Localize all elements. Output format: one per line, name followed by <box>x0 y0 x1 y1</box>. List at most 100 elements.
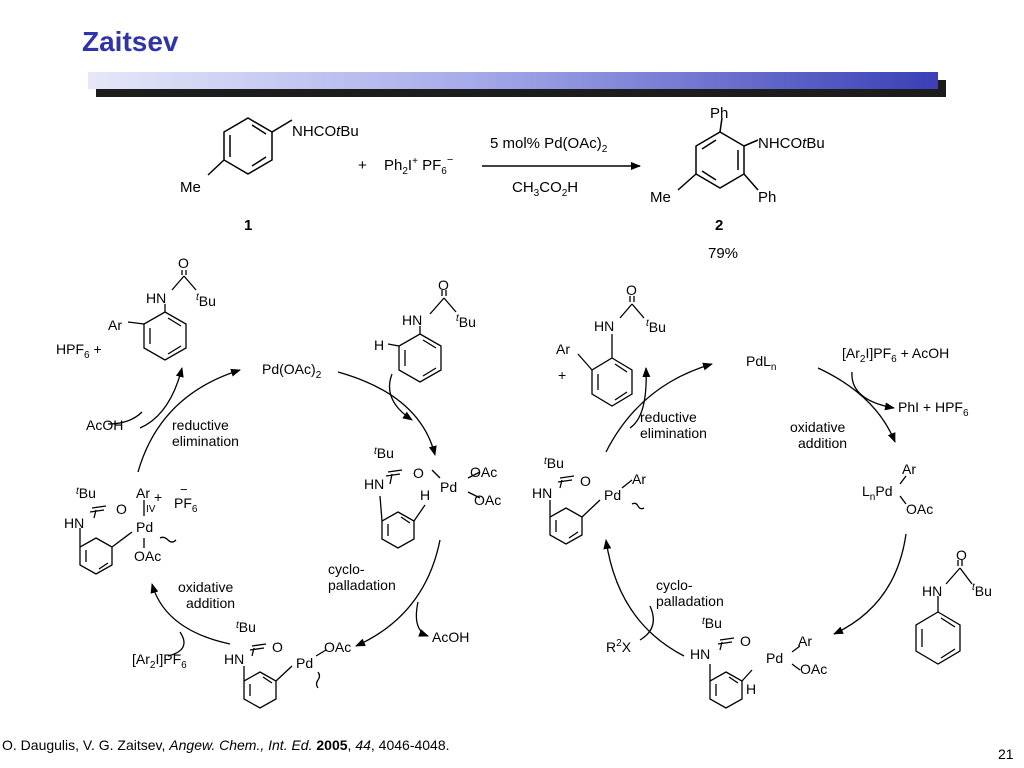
right-cycle-arc-top-right <box>817 367 896 443</box>
svg-text:NHCOtBu: NHCOtBu <box>292 123 359 140</box>
right-pd-bottom-oac: OAc <box>800 661 827 677</box>
right-pd-bottom-h: H <box>746 681 756 697</box>
right-pd-left-hn: HN <box>532 485 552 501</box>
right-product-tbu: tBu <box>646 318 666 335</box>
reaction-row: NHCOtBu Me 1 + Ph2I+ PF6− 5 mol% Pd(OAc)… <box>180 105 825 262</box>
left-cycle-arc-top-left <box>137 368 241 473</box>
right-product-ar: Ar <box>556 341 570 357</box>
right-product-o: O <box>626 282 637 298</box>
right-cycle-arc-bottom-left <box>603 539 685 657</box>
left-substrate-entry-arrow <box>388 373 413 421</box>
left-pd-complex-right-structure <box>379 469 481 549</box>
citation-journal: Angew. Chem., Int. Ed. <box>169 737 313 753</box>
left-acoh-curve <box>107 411 143 425</box>
right-lnpd-bonds <box>899 475 907 505</box>
compound-1-label: 1 <box>244 217 252 234</box>
product-yield: 79% <box>708 245 738 262</box>
left-hpf6: HPF6 + <box>56 341 102 361</box>
left-palladacycle-pd: Pd <box>296 655 313 671</box>
right-pd-bottom-structure <box>709 637 801 709</box>
left-catalytic-cycle: Pd(OAc)2 O HN tBu Ar HPF6 + AcOH reducti… <box>56 255 501 709</box>
left-pd-iv-plus: + <box>154 489 162 505</box>
right-oxidative-label-2: addition <box>798 435 847 451</box>
left-product-structure <box>127 270 197 361</box>
product-2-structure <box>677 117 759 191</box>
substrate-me-label: Me <box>180 179 201 196</box>
left-product-release-arrow <box>139 367 184 429</box>
right-product-structure <box>577 296 645 407</box>
left-palladacycle-hn: HN <box>224 651 244 667</box>
left-palladacycle-bottom-structure <box>243 643 327 709</box>
left-reagent-entry-arrow <box>167 631 185 657</box>
left-pd-right-hn: HN <box>364 476 384 492</box>
left-cycle-arc-top-right <box>337 371 437 456</box>
right-pd-left-ar: Ar <box>632 471 646 487</box>
left-oxidative-label-1: oxidative <box>178 579 233 595</box>
right-pd-bottom-o: O <box>740 633 751 649</box>
left-iodonium-reagent: [Ar2I]PF6 <box>132 651 187 671</box>
right-cyclo-label-1: cyclo- <box>656 577 693 593</box>
right-pd-left-pd: Pd <box>604 487 621 503</box>
right-anilide-hn: HN <box>922 583 942 599</box>
left-product-hn: HN <box>146 290 166 306</box>
right-oxidative-label-1: oxidative <box>790 419 845 435</box>
left-cyclo-label-2: palladation <box>328 577 396 593</box>
right-product-release-arrow <box>629 367 651 429</box>
product-me-label: Me <box>650 189 671 206</box>
left-reductive-label-1: reductive <box>172 417 229 433</box>
left-pd-right-tbu: tBu <box>374 445 394 461</box>
right-lnpd-ar: Ar <box>902 461 916 477</box>
left-substrate-tbu: tBu <box>456 313 476 330</box>
left-pd-right-oac2: OAc <box>474 492 501 508</box>
left-pd-right-o: O <box>413 465 424 481</box>
left-product-tbu: tBu <box>196 292 216 309</box>
citation: O. Daugulis, V. G. Zaitsev, Angew. Chem.… <box>2 737 450 753</box>
right-r2x-entry-arrow <box>639 605 654 641</box>
right-lnpd: LnPd <box>862 483 892 503</box>
substrate-bu-label: Bu <box>340 123 358 140</box>
compound-2-label: 2 <box>715 217 723 234</box>
right-anilide-structure <box>915 560 973 665</box>
citation-year: 2005 <box>316 737 348 753</box>
reaction-plus: + <box>358 157 367 174</box>
left-pd-iv-ar: Ar <box>136 485 150 501</box>
left-pd-iv-hn: HN <box>64 515 84 531</box>
right-product-plus: + <box>558 367 566 383</box>
right-r2x-reagent: R2X <box>606 638 632 655</box>
left-acoh-out: AcOH <box>432 629 469 645</box>
left-pf6-counterion: PF6 <box>174 495 198 515</box>
left-product-ar: Ar <box>108 317 122 333</box>
diaryliodonium-reagent: Ph2I+ PF6− <box>384 154 453 177</box>
right-product-hn: HN <box>594 318 614 334</box>
left-acoh-label: AcOH <box>86 417 123 433</box>
substrate-t-label: t <box>336 123 341 140</box>
right-cycle-arc-bottom-right <box>833 533 907 635</box>
right-catalyst: PdLn <box>746 353 776 373</box>
right-pd-left-tbu: tBu <box>544 455 564 471</box>
product-ph-top: Ph <box>710 105 728 122</box>
condition-catalyst: 5 mol% Pd(OAc)2 <box>490 135 608 155</box>
right-anilide-tbu: tBu <box>972 582 992 599</box>
left-pd-right-h: H <box>420 487 430 503</box>
left-palladacycle-tbu: tBu <box>236 619 256 635</box>
left-cyclo-label-1: cyclo- <box>328 561 365 577</box>
left-substrate-structure <box>387 290 457 383</box>
left-pd-iv-tbu: tBu <box>76 485 96 501</box>
product-amide-label: NHCO <box>758 135 802 152</box>
left-pd-iv-pd: Pd <box>136 519 153 535</box>
left-pd-iv-o: O <box>116 501 127 517</box>
right-reductive-label-1: reductive <box>640 409 697 425</box>
right-pd-bottom-ar: Ar <box>798 633 812 649</box>
citation-volume: 44 <box>355 737 371 753</box>
citation-pages: 4046-4048. <box>378 737 450 753</box>
right-pd-bottom-tbu: tBu <box>702 615 722 631</box>
slide-title: Zaitsev <box>82 26 179 57</box>
left-acoh-release-arrow <box>415 601 429 637</box>
right-pd-bottom-pd: Pd <box>766 650 783 666</box>
right-cyclo-label-2: palladation <box>656 593 724 609</box>
left-substrate-hn: HN <box>402 312 422 328</box>
left-oxidative-label-2: addition <box>186 595 235 611</box>
page-number: 21 <box>998 746 1014 762</box>
citation-authors: O. Daugulis, V. G. Zaitsev, <box>2 737 170 753</box>
